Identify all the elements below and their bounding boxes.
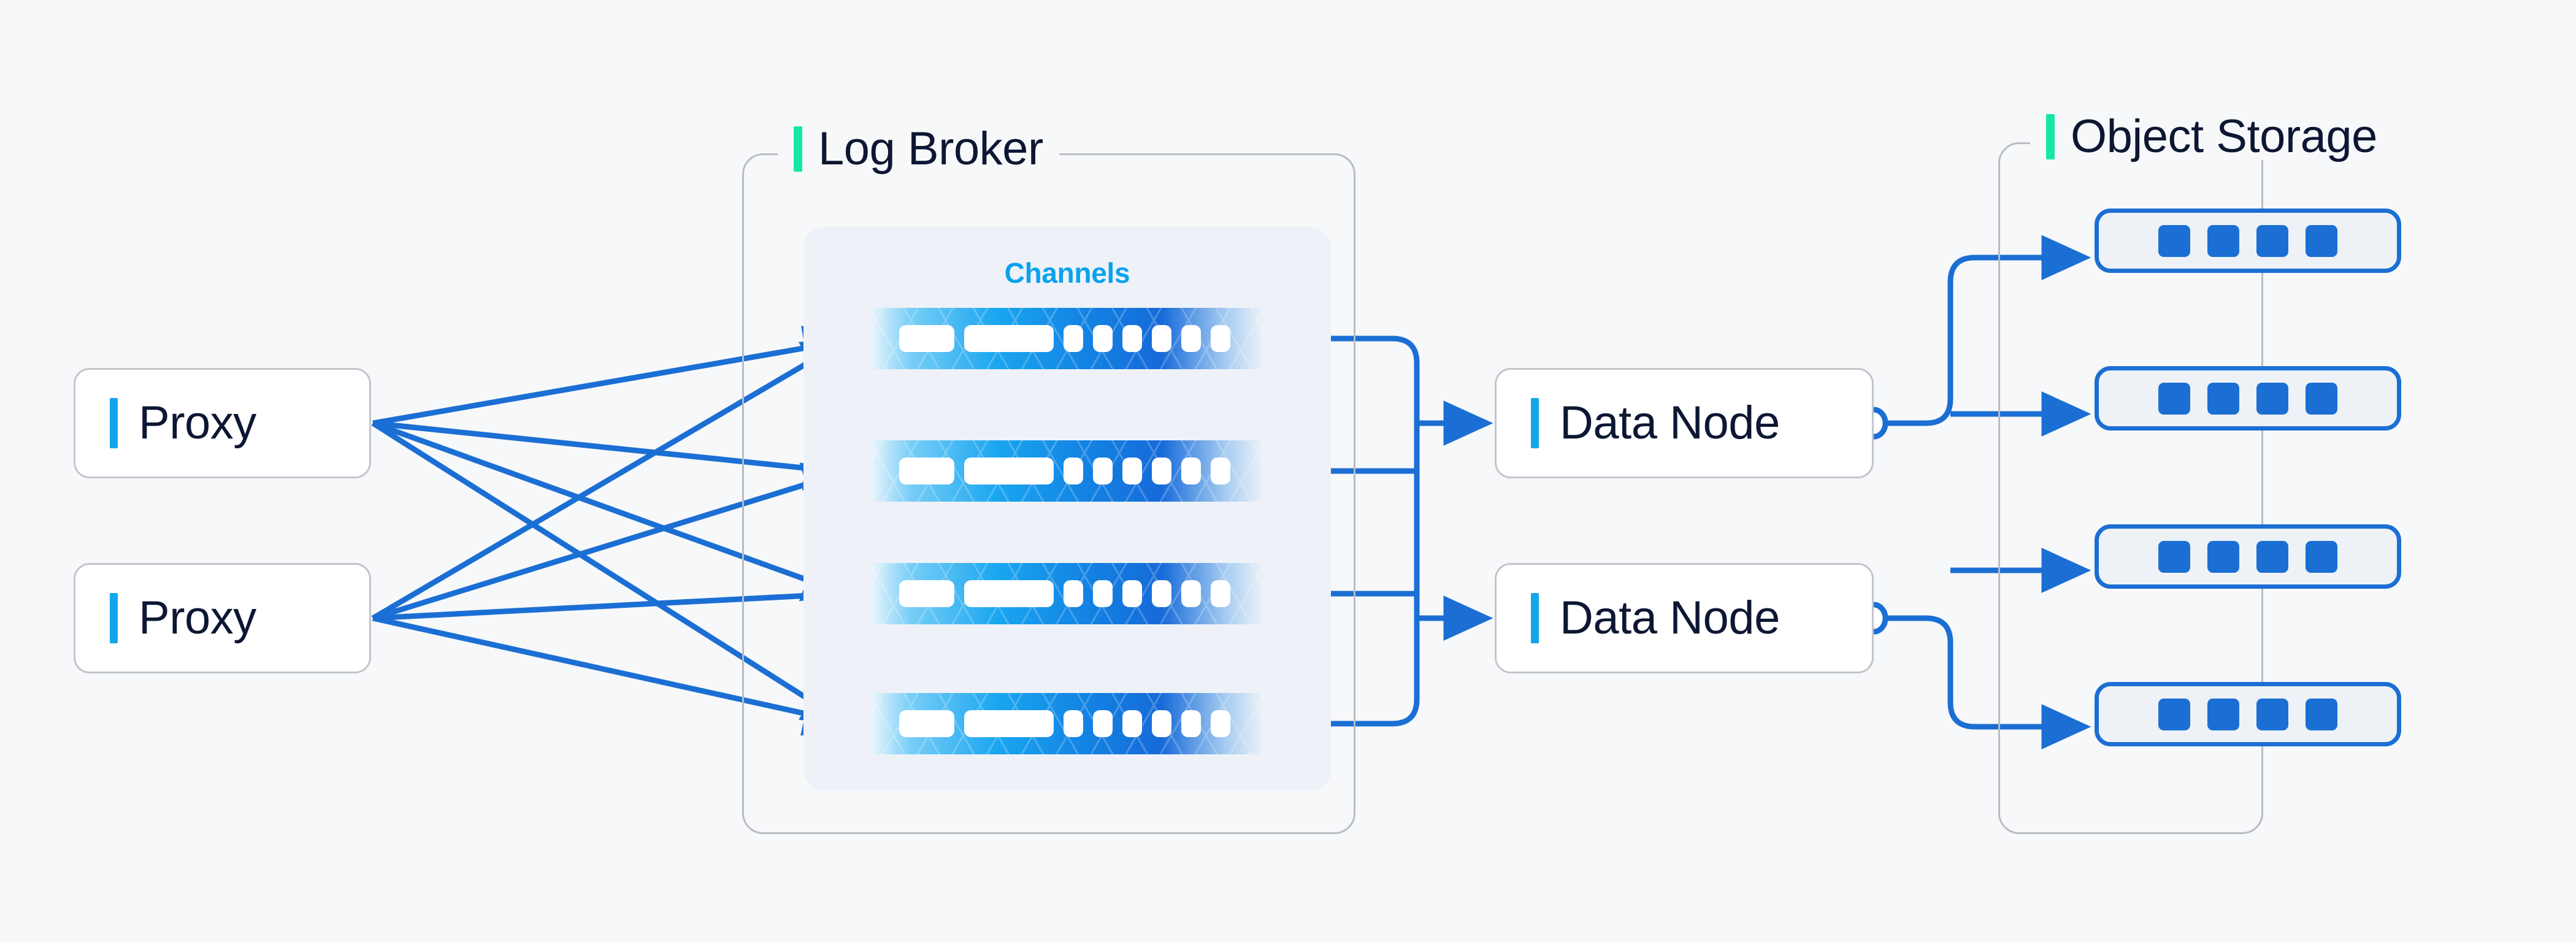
bus-to-storage-links [1981, 235, 2091, 749]
data-node-box[interactable]: Data Node [1495, 368, 1874, 478]
storage-cell [2256, 698, 2288, 730]
group-title-label: Object Storage [2071, 110, 2377, 163]
storage-cell [2306, 540, 2337, 573]
accent-bar-green [2046, 114, 2055, 159]
storage-cell [2207, 540, 2239, 573]
storage-cell [2158, 540, 2190, 573]
bus-to-datanode-links [1417, 400, 1493, 641]
accent-bar-blue [1531, 398, 1539, 448]
storage-cell [2207, 224, 2239, 257]
storage-cell [2256, 540, 2288, 573]
group-title-label: Log Broker [818, 123, 1043, 175]
channel-bar[interactable] [871, 440, 1263, 502]
proxy-to-channel-links [371, 326, 854, 736]
storage-cell [2207, 382, 2239, 415]
storage-cell [2256, 224, 2288, 257]
channel-segments [899, 325, 1230, 352]
storage-cell [2158, 224, 2190, 257]
channel-segments [899, 458, 1230, 484]
storage-box[interactable] [2095, 682, 2401, 746]
channel-segments [899, 710, 1230, 737]
storage-cell [2256, 382, 2288, 415]
storage-cell [2306, 382, 2337, 415]
data-node-label: Data Node [1560, 592, 1780, 644]
storage-box[interactable] [2095, 209, 2401, 273]
channels-label: Channels [1004, 257, 1130, 289]
channel-bar[interactable] [871, 308, 1263, 369]
group-title-log-broker: Log Broker [778, 126, 1059, 172]
storage-cell [2158, 698, 2190, 730]
channel-bar[interactable] [871, 563, 1263, 624]
storage-cell [2306, 224, 2337, 257]
proxy-label: Proxy [139, 592, 256, 644]
accent-bar-green [794, 126, 802, 172]
proxy-label: Proxy [139, 397, 256, 449]
data-node-label: Data Node [1560, 397, 1780, 449]
accent-bar-blue [1531, 593, 1539, 643]
group-title-object-storage: Object Storage [2030, 113, 2393, 160]
accent-bar-blue [110, 398, 118, 448]
storage-cell [2207, 698, 2239, 730]
storage-cell [2158, 382, 2190, 415]
proxy-box[interactable]: Proxy [74, 368, 371, 478]
storage-box[interactable] [2095, 366, 2401, 431]
channel-bar[interactable] [871, 693, 1263, 754]
channel-segments [899, 580, 1230, 607]
data-node-box[interactable]: Data Node [1495, 563, 1874, 673]
proxy-box[interactable]: Proxy [74, 563, 371, 673]
storage-box[interactable] [2095, 524, 2401, 589]
accent-bar-blue [110, 593, 118, 643]
storage-cell [2306, 698, 2337, 730]
